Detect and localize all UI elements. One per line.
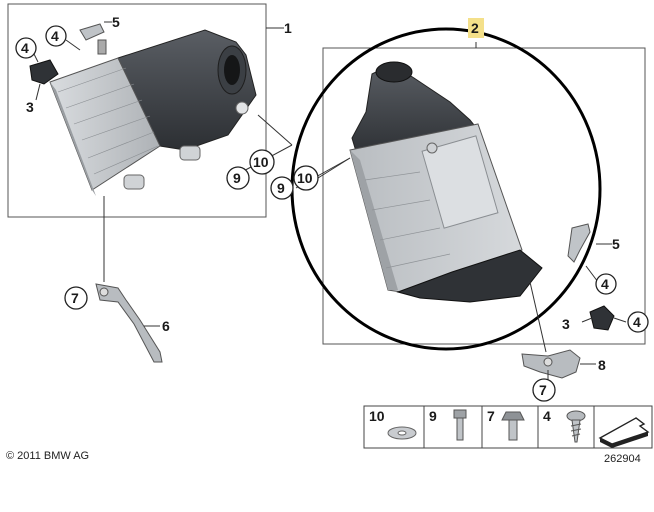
bolt-icon	[453, 409, 467, 441]
diagram-number: 262904	[604, 453, 641, 465]
callout-10-left-circle	[249, 149, 275, 175]
callout-10-right: 10	[297, 170, 313, 186]
hex-bolt-icon	[501, 411, 525, 441]
callout-8: 8	[598, 357, 606, 373]
callout-4-left-b-circle	[45, 25, 67, 47]
bracket-6-icon	[95, 283, 163, 363]
sensor-bracket-icon	[567, 223, 591, 263]
callout-4-left-b: 4	[51, 28, 59, 44]
fastener-legend: 10 9 7 4	[363, 405, 653, 449]
callout-2: 2	[471, 20, 479, 36]
callout-5-right: 5	[612, 236, 620, 252]
copyright: © 2011 BMW AG	[6, 450, 89, 462]
legend-4-label: 4	[543, 408, 551, 424]
arrow-icon	[598, 417, 650, 448]
callout-10-left: 10	[253, 154, 269, 170]
callout-6: 6	[162, 318, 170, 334]
callout-7-left-circle	[64, 286, 88, 310]
callout-4-right-a: 4	[601, 276, 609, 292]
legend-10-label: 10	[369, 408, 385, 424]
callout-5-left: 5	[112, 14, 120, 30]
callout-7-right: 7	[539, 382, 547, 398]
assembly-frame-left	[7, 3, 267, 218]
sensor-bracket-icon	[79, 23, 107, 55]
callout-10-right-circle	[293, 165, 319, 191]
callout-4-right-b: 4	[633, 314, 641, 330]
callout-3-left: 3	[26, 99, 34, 115]
callout-4-right-b-circle	[627, 311, 649, 333]
callout-9-right: 9	[277, 180, 285, 196]
callout-2-highlight	[468, 18, 484, 38]
screw-icon	[566, 410, 586, 443]
pressure-sensor-icon	[29, 59, 59, 85]
intercooler-image-right	[349, 61, 543, 303]
washer-icon	[387, 426, 417, 440]
callout-3-right: 3	[562, 316, 570, 332]
legend-7-label: 7	[487, 408, 495, 424]
pressure-sensor-icon	[589, 305, 615, 331]
callout-4-left-a-circle	[15, 37, 37, 59]
callout-7-left: 7	[71, 290, 79, 306]
callout-4-right-a-circle	[595, 273, 617, 295]
callout-4-left-a: 4	[21, 40, 29, 56]
callout-9-right-circle	[270, 176, 294, 200]
callout-1: 1	[284, 20, 292, 36]
bracket-8-icon	[521, 349, 581, 379]
callout-7-right-circle	[532, 378, 556, 402]
intercooler-assembly-image-left	[49, 29, 257, 196]
callout-9-left-circle	[226, 166, 250, 190]
legend-9-label: 9	[429, 408, 437, 424]
callout-9-left: 9	[233, 170, 241, 186]
